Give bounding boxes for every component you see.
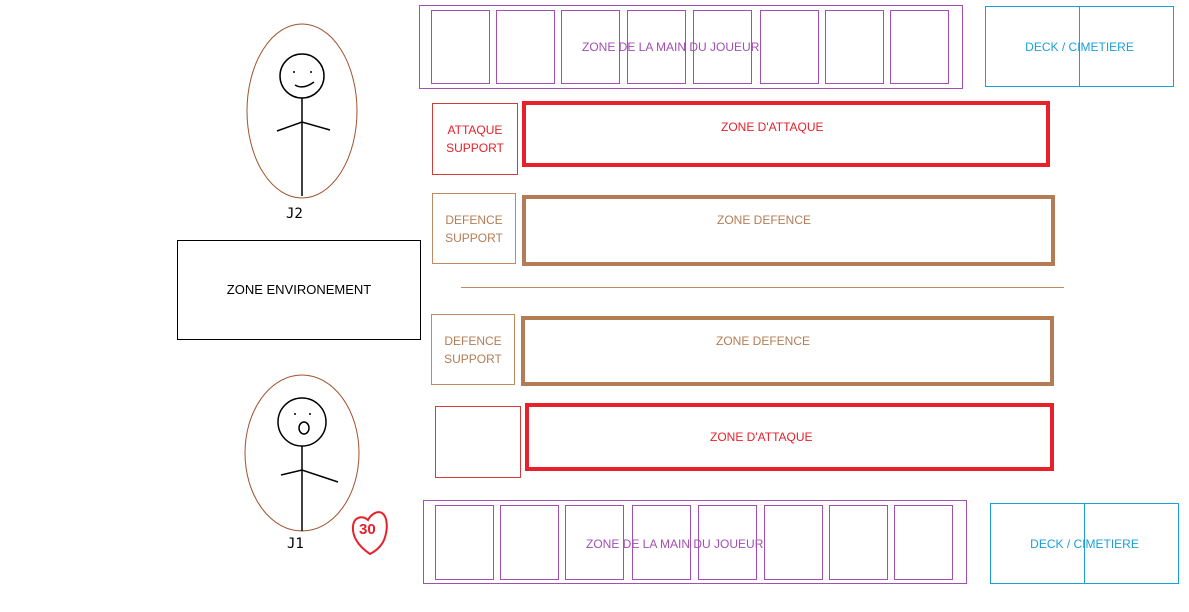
top-defence-support-label-2: SUPPORT <box>445 230 503 245</box>
top-attack-zone-label: ZONE D'ATTAQUE <box>721 120 824 134</box>
bottom-defence-support-zone[interactable]: DEFENCE SUPPORT <box>431 314 515 385</box>
top-deck-label: DECK / CIMETIERE <box>1025 39 1134 54</box>
top-hand-card-slot[interactable] <box>431 10 490 84</box>
bottom-hand-card-slot[interactable] <box>829 505 888 580</box>
top-attack-support-zone[interactable]: ATTAQUE SUPPORT <box>432 103 518 175</box>
top-hand-card-slot[interactable] <box>627 10 686 84</box>
top-hand-card-slot[interactable] <box>890 10 949 84</box>
bottom-hand-card-slot[interactable] <box>764 505 823 580</box>
top-attack-zone[interactable]: ZONE D'ATTAQUE <box>522 101 1050 167</box>
deck-divider <box>1084 504 1085 583</box>
top-player-tag: J2 <box>286 206 303 222</box>
top-attack-support-label-2: SUPPORT <box>446 141 504 155</box>
top-deck-graveyard-zone[interactable]: DECK / CIMETIERE <box>985 6 1174 87</box>
top-defence-support-zone[interactable]: DEFENCE SUPPORT <box>432 193 516 264</box>
life-points-badge: 30 <box>350 506 390 558</box>
bottom-hand-zone-label: ZONE DE LA MAIN DU JOUEUR <box>586 537 764 551</box>
bottom-hand-zone: ZONE DE LA MAIN DU JOUEUR <box>423 500 967 584</box>
bottom-hand-card-slot[interactable] <box>894 505 953 580</box>
top-hand-card-slot[interactable] <box>760 10 819 84</box>
bottom-defence-support-label-2: SUPPORT <box>444 351 502 366</box>
bottom-deck-label: DECK / CIMETIERE <box>1030 536 1139 551</box>
top-defence-zone-label: ZONE DEFENCE <box>717 213 812 227</box>
bottom-defence-support-label-1: DEFENCE <box>444 333 502 348</box>
bottom-hand-card-slot[interactable] <box>565 505 624 580</box>
bottom-defence-zone-label: ZONE DEFENCE <box>716 334 811 348</box>
deck-divider <box>1079 7 1080 86</box>
top-hand-card-slot[interactable] <box>561 10 620 84</box>
top-hand-card-slot[interactable] <box>496 10 555 84</box>
life-points-value: 30 <box>359 521 376 538</box>
top-hand-zone-label: ZONE DE LA MAIN DU JOUEUR <box>582 40 760 54</box>
bottom-hand-card-slot[interactable] <box>500 505 559 580</box>
bottom-attack-zone-label: ZONE D'ATTAQUE <box>710 430 813 444</box>
top-hand-card-slot[interactable] <box>825 10 884 84</box>
bottom-defence-zone[interactable]: ZONE DEFENCE <box>521 316 1054 386</box>
heart-icon <box>351 511 388 556</box>
bottom-attack-support-zone[interactable] <box>435 406 521 478</box>
bottom-hand-card-slot[interactable] <box>632 505 691 580</box>
bottom-attack-zone[interactable]: ZONE D'ATTAQUE <box>525 403 1054 471</box>
top-attack-support-label-1: ATTAQUE <box>447 123 503 137</box>
environment-zone[interactable]: ZONE ENVIRONEMENT <box>177 240 421 340</box>
bottom-player-tag: J1 <box>287 536 304 552</box>
top-defence-zone[interactable]: ZONE DEFENCE <box>522 195 1055 266</box>
top-hand-zone: ZONE DE LA MAIN DU JOUEUR <box>419 5 963 89</box>
top-hand-card-slot[interactable] <box>693 10 752 84</box>
bottom-deck-graveyard-zone[interactable]: DECK / CIMETIERE <box>990 503 1179 584</box>
bottom-hand-card-slot[interactable] <box>435 505 494 580</box>
field-divider <box>461 287 1064 288</box>
bottom-hand-card-slot[interactable] <box>698 505 757 580</box>
top-defence-support-label-1: DEFENCE <box>445 212 503 227</box>
environment-zone-label: ZONE ENVIRONEMENT <box>226 282 372 297</box>
